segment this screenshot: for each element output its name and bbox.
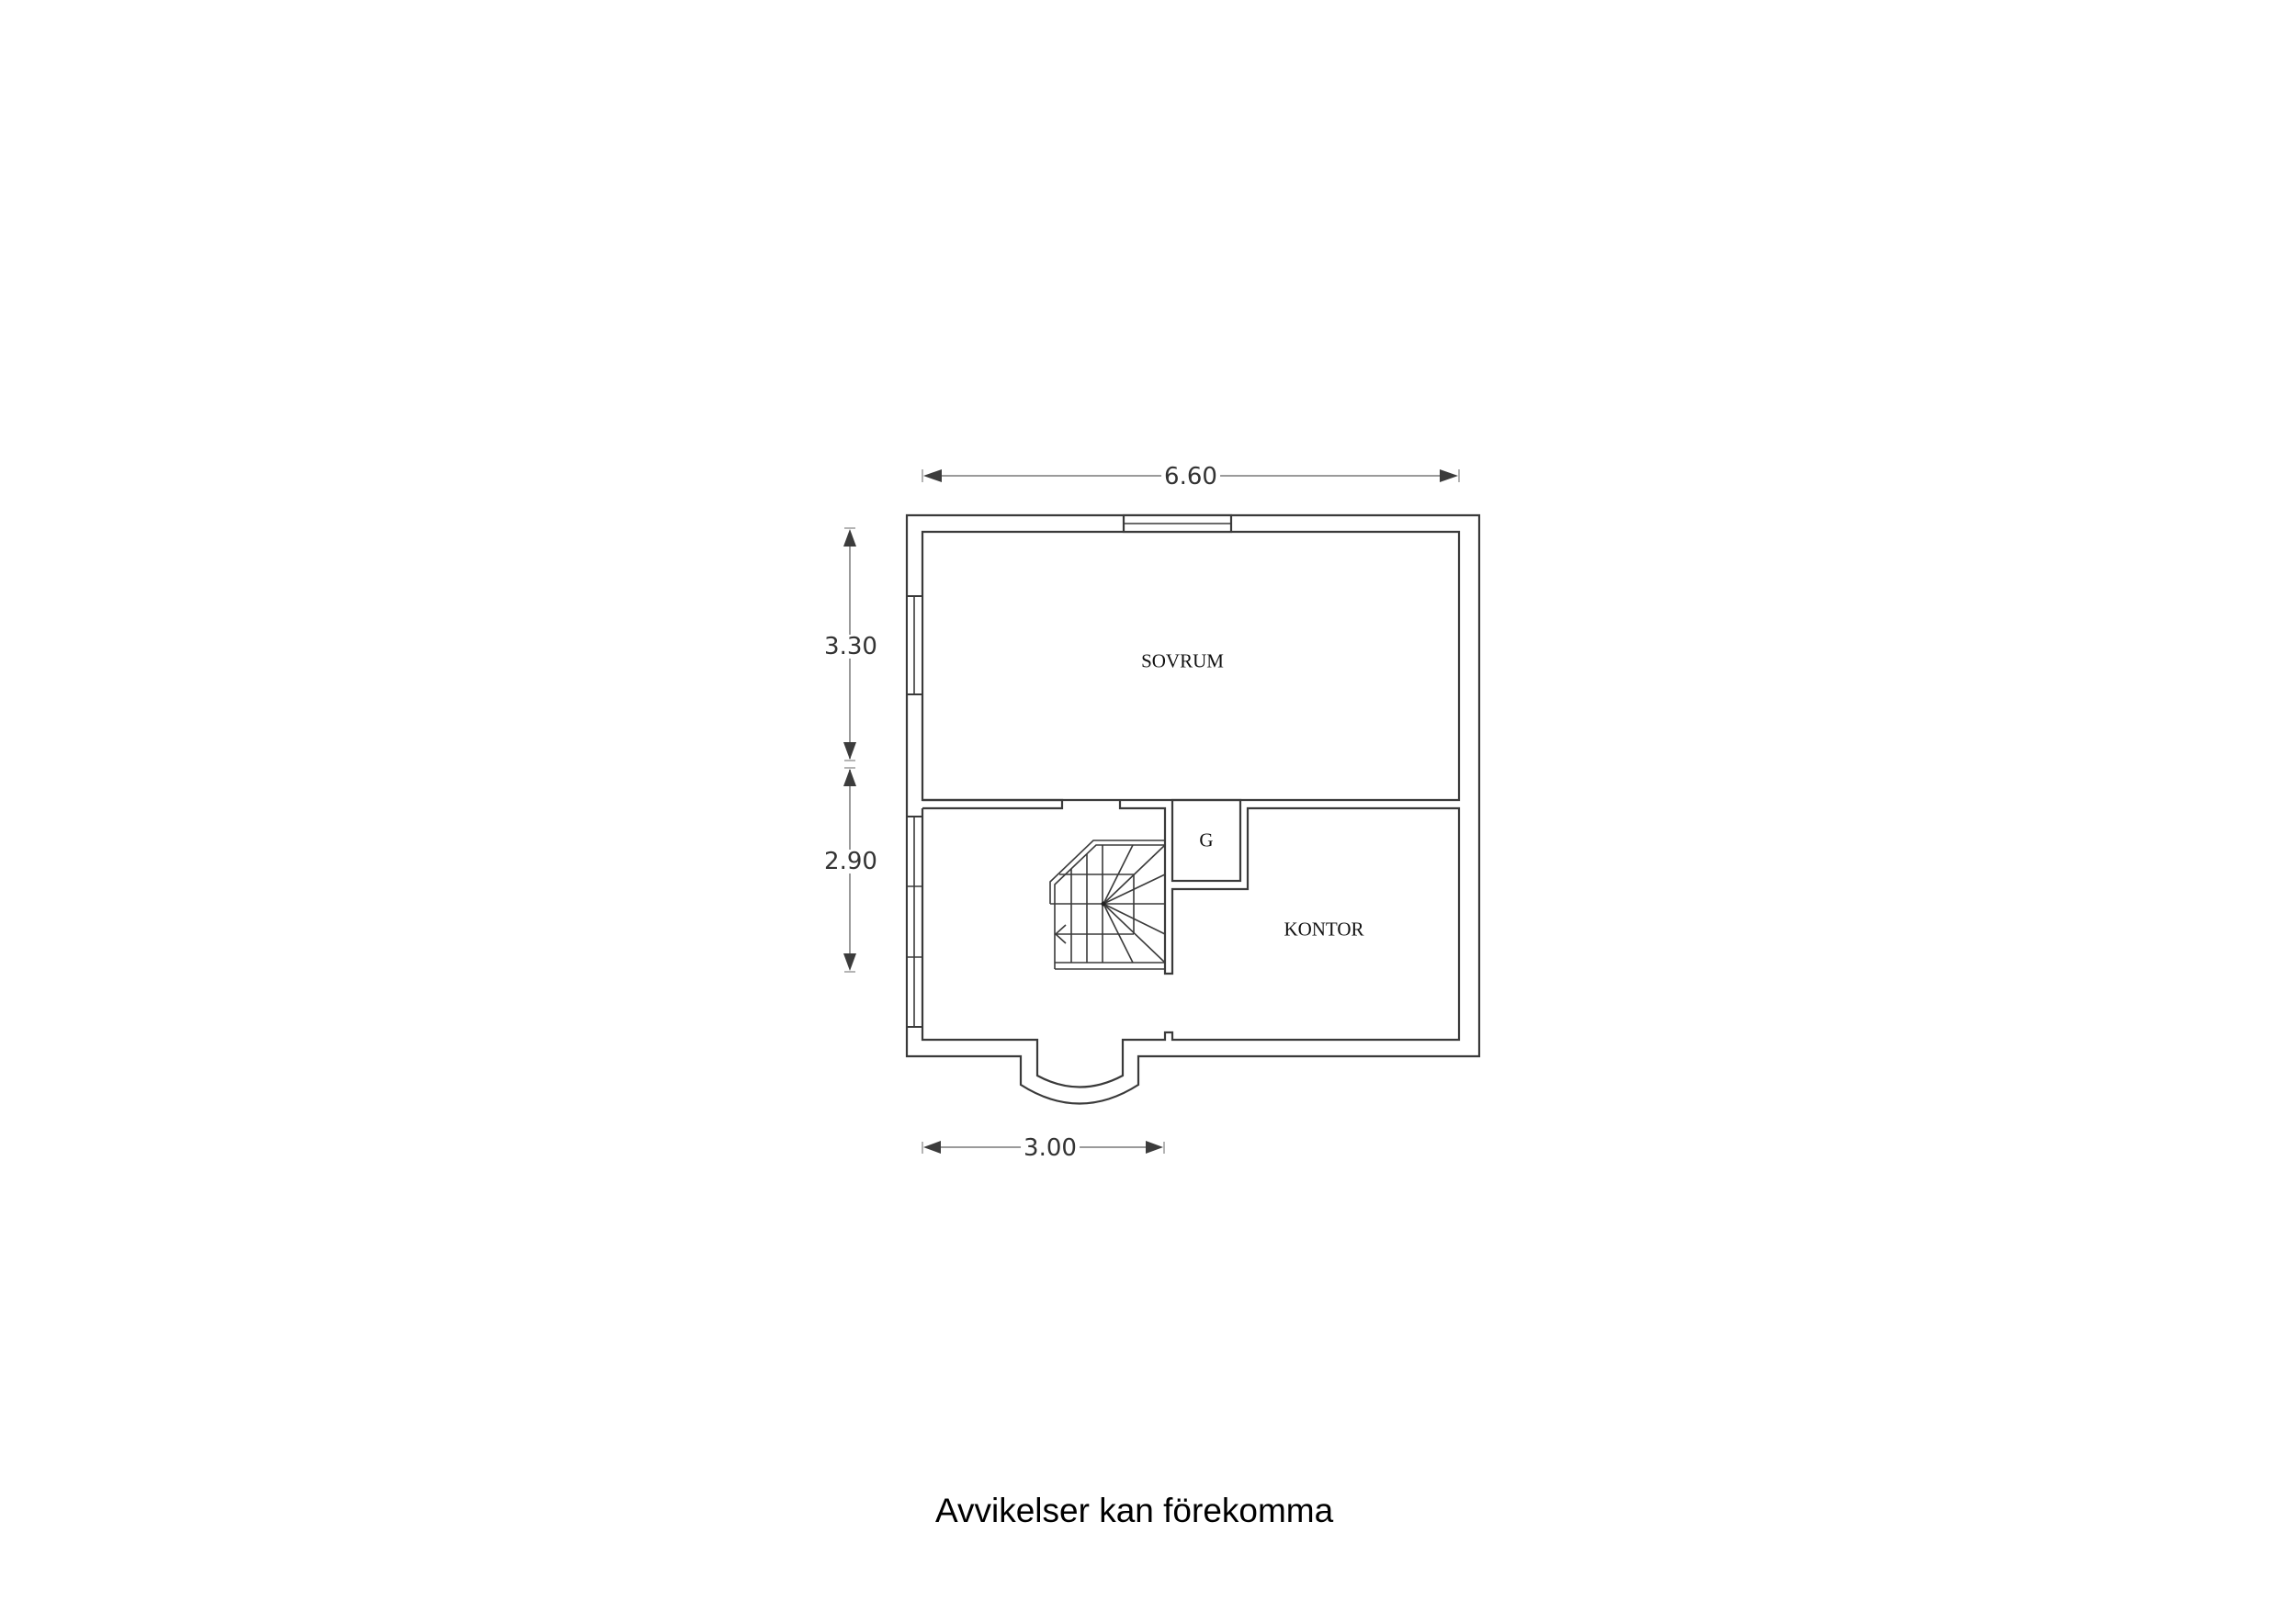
dimension-label-left-upper: 3.30	[821, 635, 880, 659]
arrow-left-icon	[923, 469, 942, 482]
arrow-up-icon	[843, 529, 856, 547]
stair-direction-arrow-icon	[1054, 924, 1067, 944]
arrow-left-icon	[923, 1141, 941, 1154]
room-label-sovrum: SOVRUM	[1141, 649, 1224, 672]
dimension-label-left-lower: 2.90	[821, 850, 880, 873]
disclaimer-text: Avvikelser kan förekomma	[935, 1492, 1334, 1529]
closet-g-outline	[1171, 798, 1242, 883]
dimension-left-heights	[843, 527, 856, 973]
arrow-down-icon	[843, 742, 856, 760]
window-left-lower	[906, 816, 923, 1028]
dimension-label-bottom: 3.00	[1021, 1136, 1080, 1160]
interior-walls	[921, 798, 1461, 1088]
window-left-upper	[906, 595, 923, 695]
arrow-down-icon	[843, 953, 856, 971]
exterior-walls	[905, 513, 1481, 1105]
staircase	[1049, 840, 1166, 970]
arrow-right-icon	[1146, 1141, 1163, 1154]
room-label-g: G	[1199, 828, 1214, 851]
room-label-kontor: KONTOR	[1284, 918, 1364, 941]
window-top	[1122, 513, 1233, 534]
arrow-right-icon	[1440, 469, 1458, 482]
dimension-label-top: 6.60	[1161, 465, 1220, 489]
arrow-up-icon	[843, 769, 856, 786]
